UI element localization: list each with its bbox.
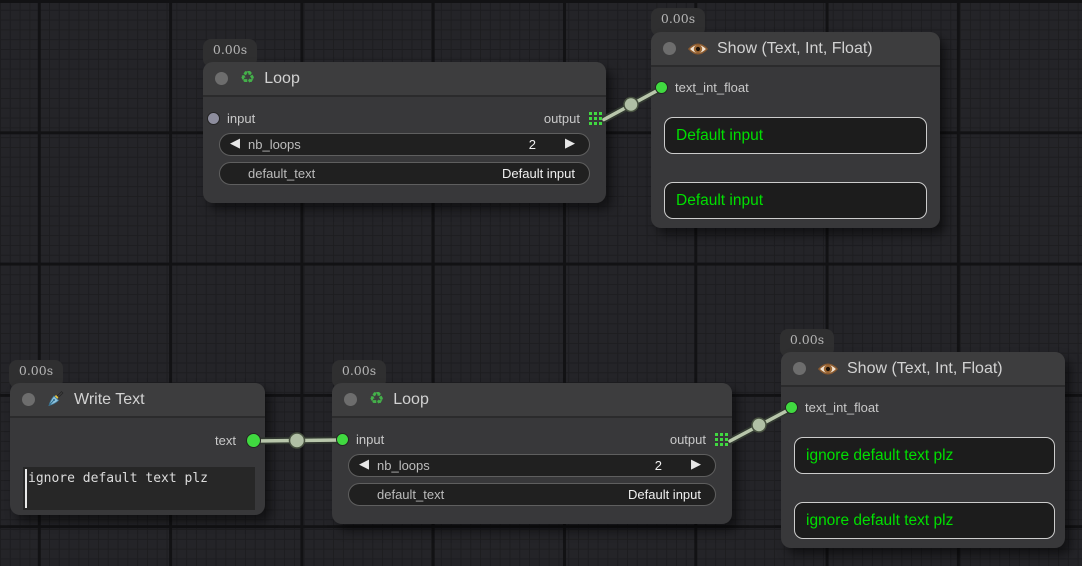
node-title-bar[interactable]: ♻ Loop — [332, 383, 732, 418]
input-slot-dot[interactable] — [207, 112, 220, 125]
text-caret — [25, 469, 27, 508]
display-text-box: Default input — [664, 117, 927, 154]
input-slot-label: input — [227, 111, 256, 126]
node-title-bar[interactable]: Show (Text, Int, Float) — [651, 32, 940, 67]
node-show-top[interactable]: Show (Text, Int, Float) text_int_float D… — [651, 32, 940, 228]
increment-arrow-icon[interactable]: ▶ — [565, 136, 575, 151]
input-slot-dot[interactable] — [655, 81, 668, 94]
link-midpoint-dot — [751, 417, 767, 433]
node-title-bar[interactable]: ♻ Loop — [203, 62, 606, 97]
increment-arrow-icon[interactable]: ▶ — [691, 457, 701, 472]
widget-label: nb_loops — [377, 458, 430, 473]
display-text-box: ignore default text plz — [794, 437, 1055, 474]
recycle-icon: ♻ — [240, 68, 256, 88]
input-slot-label: input — [356, 432, 385, 447]
input-slot-dot[interactable] — [336, 433, 349, 446]
widget-label: default_text — [377, 487, 445, 502]
output-grid-slot-icon[interactable] — [715, 433, 728, 446]
widget-value: 2 — [654, 458, 662, 473]
decrement-arrow-icon[interactable]: ◀ — [230, 136, 240, 151]
recycle-icon: ♻ — [369, 389, 385, 409]
link-midpoint-dot — [288, 432, 306, 449]
exec-time-badge: 0.00s — [651, 8, 705, 36]
node-title: Write Text — [74, 390, 145, 408]
node-title-bar[interactable]: Write Text — [10, 383, 265, 418]
output-grid-slot-icon[interactable] — [589, 112, 602, 125]
node-write-text[interactable]: Write Text text ignore default text plz — [10, 383, 265, 515]
input-slot-dot[interactable] — [785, 401, 798, 414]
widget-value: 2 — [528, 137, 536, 152]
output-slot-label: output — [669, 432, 706, 447]
widget-value: Default input — [628, 487, 701, 502]
output-slot-dot[interactable] — [246, 433, 261, 448]
input-slot-label: text_int_float — [805, 400, 879, 415]
nb-loops-number-widget[interactable]: ◀ nb_loops 2 ▶ — [219, 133, 590, 156]
link-midpoint-dot — [623, 96, 639, 113]
default-text-widget[interactable]: default_text Default input — [219, 162, 590, 185]
node-show-bottom[interactable]: Show (Text, Int, Float) text_int_float i… — [781, 352, 1065, 548]
widget-label: nb_loops — [248, 137, 301, 152]
node-title: Show (Text, Int, Float) — [717, 39, 873, 57]
node-title: Loop — [264, 69, 300, 87]
node-loop-top[interactable]: ♻ Loop input output ◀ nb_loops 2 ▶ defau… — [203, 62, 606, 203]
collapse-dot-icon[interactable] — [663, 42, 676, 55]
input-slot-label: text_int_float — [675, 80, 749, 95]
nb-loops-number-widget[interactable]: ◀ nb_loops 2 ▶ — [348, 454, 716, 477]
widget-value: Default input — [502, 166, 575, 181]
node-loop-bottom[interactable]: ♻ Loop input output ◀ nb_loops 2 ▶ defau… — [332, 383, 732, 524]
node-title: Loop — [393, 390, 429, 408]
widget-label: default_text — [248, 166, 316, 181]
write-text-input[interactable]: ignore default text plz — [23, 467, 255, 510]
node-title: Show (Text, Int, Float) — [847, 359, 1003, 377]
eye-icon — [817, 362, 839, 376]
default-text-widget[interactable]: default_text Default input — [348, 483, 716, 506]
display-text-box: Default input — [664, 182, 927, 219]
output-slot-label: output — [543, 111, 580, 126]
collapse-dot-icon[interactable] — [215, 72, 228, 85]
display-text-box: ignore default text plz — [794, 502, 1055, 539]
output-slot-label: text — [215, 433, 236, 448]
pen-icon — [47, 390, 65, 409]
collapse-dot-icon[interactable] — [793, 362, 806, 375]
decrement-arrow-icon[interactable]: ◀ — [359, 457, 369, 472]
node-title-bar[interactable]: Show (Text, Int, Float) — [781, 352, 1065, 387]
eye-icon — [687, 42, 709, 56]
collapse-dot-icon[interactable] — [22, 393, 35, 406]
collapse-dot-icon[interactable] — [344, 393, 357, 406]
